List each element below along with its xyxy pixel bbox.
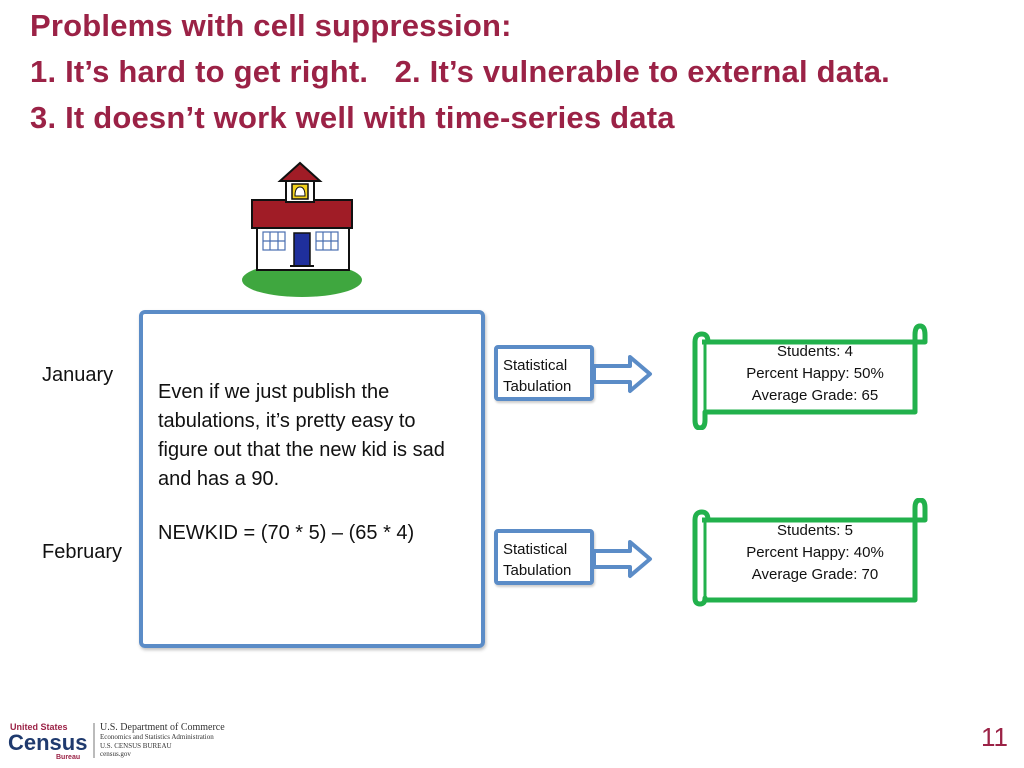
school-house-icon xyxy=(242,161,362,297)
percent-happy: Percent Happy: 50% xyxy=(746,365,884,382)
explanation-box xyxy=(139,310,485,648)
tabulation-label-line1: Statistical xyxy=(503,357,568,374)
month-label-february: February xyxy=(42,541,123,563)
logo-bureau: Bureau xyxy=(56,754,80,761)
agency-line3: U.S. CENSUS BUREAU xyxy=(100,742,172,750)
newkid-formula: NEWKID = (70 * 5) – (65 * 4) xyxy=(158,522,415,544)
slide-title-line-2: 1. It’s hard to get right. 2. It’s vulne… xyxy=(30,54,890,89)
slide-title-line-3: 3. It doesn’t work well with time-series… xyxy=(30,100,675,135)
scroll-shape-february xyxy=(692,498,928,607)
right-arrow-icon xyxy=(592,355,652,393)
explanation-text: Even if we just publish the tabulations,… xyxy=(158,381,445,490)
percent-happy: Percent Happy: 40% xyxy=(746,544,884,561)
average-grade: Average Grade: 65 xyxy=(751,387,879,404)
students-count: Students: 5 xyxy=(777,522,853,539)
right-arrow-icon xyxy=(592,540,652,578)
students-count: Students: 4 xyxy=(777,343,853,360)
january-stats: Students: 4 Percent Happy: 50% Average G… xyxy=(710,341,920,407)
month-label-january: January xyxy=(42,364,114,386)
page-number: 11 xyxy=(981,722,1008,752)
census-bureau-logo: United States Census Bureau U.S. Departm… xyxy=(8,722,225,761)
logo-word: Census xyxy=(8,730,87,755)
tabulation-label-line1: Statistical xyxy=(503,541,568,558)
tabulation-label-line2: Tabulation xyxy=(503,378,572,395)
february-stats: Students: 5 Percent Happy: 40% Average G… xyxy=(710,520,920,586)
statistical-tabulation-box-february: Statistical Tabulation xyxy=(494,529,594,585)
statistical-tabulation-box-january: Statistical Tabulation xyxy=(494,345,594,401)
average-grade: Average Grade: 70 xyxy=(751,566,879,583)
tabulation-label-line2: Tabulation xyxy=(503,562,572,579)
agency-line4: census.gov xyxy=(100,750,131,758)
scroll-shape-january xyxy=(692,323,928,430)
logo-line1: United States xyxy=(10,722,68,732)
agency-line1: U.S. Department of Commerce xyxy=(100,722,225,733)
slide-title-line-1: Problems with cell suppression: xyxy=(30,8,512,43)
agency-line2: Economics and Statistics Administration xyxy=(100,733,214,741)
